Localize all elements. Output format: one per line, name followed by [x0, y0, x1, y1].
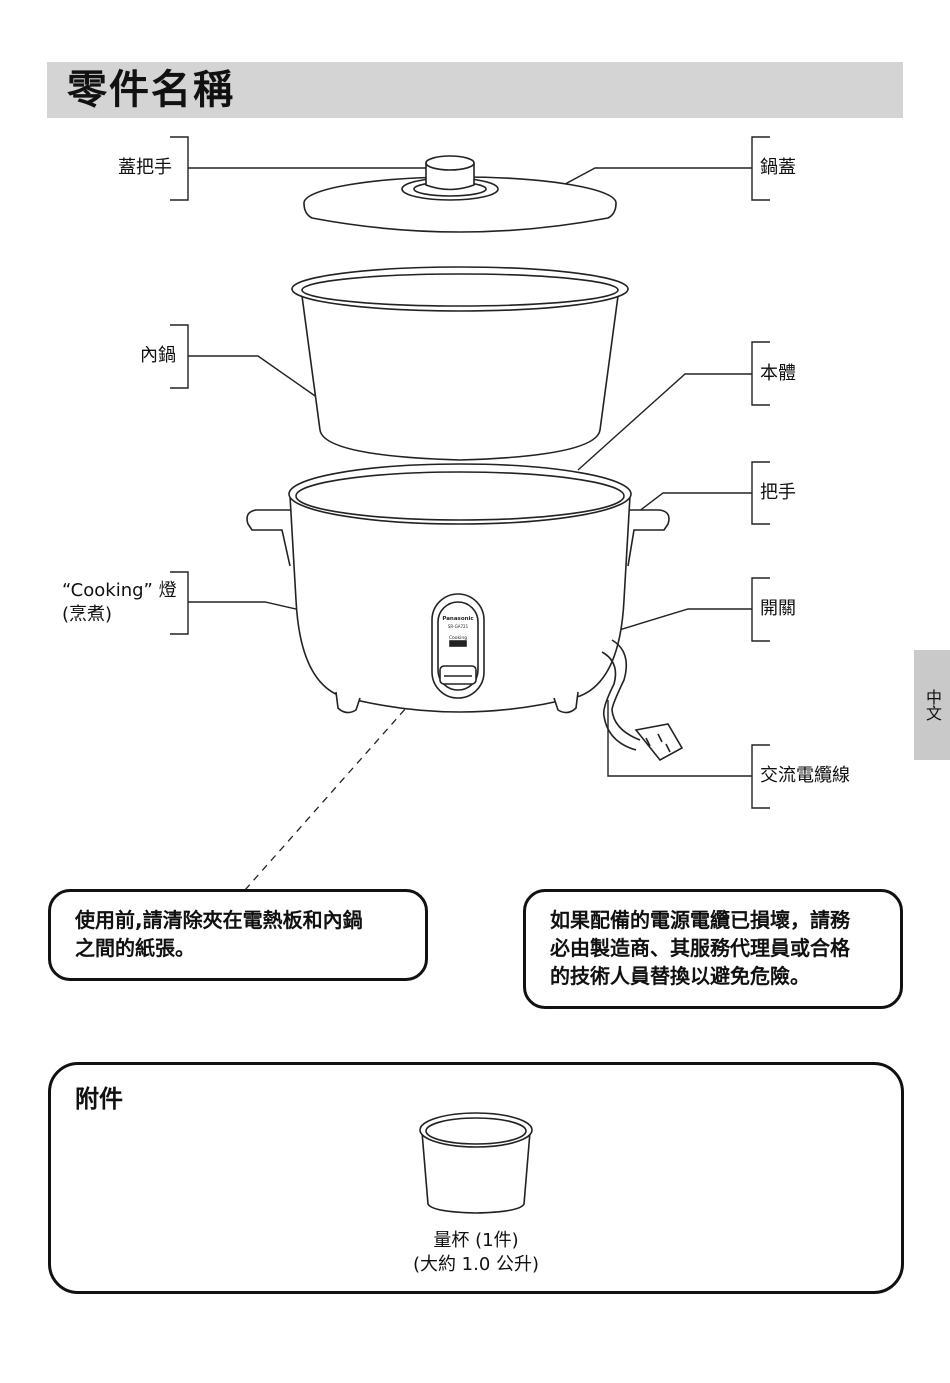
inner-pan-drawing: [292, 267, 628, 460]
label-lid: 鍋蓋: [760, 156, 796, 180]
measuring-cup-line2: (大約 1.0 公升): [51, 1253, 901, 1277]
note-remove-paper-line2: 之間的紙張。: [75, 934, 401, 962]
label-inner-pan: 內鍋: [140, 344, 176, 368]
label-handle: 把手: [760, 481, 796, 505]
leader-handle: [638, 493, 752, 512]
panel-model: SR-GA721: [448, 624, 469, 629]
note-cord-replacement: 如果配備的電源電纜已損壞，請務 必由製造商、其服務代理員或合格 的技術人員替換以…: [523, 889, 903, 1009]
label-cooking-light-line2: (烹煮): [62, 603, 177, 627]
accessories-box: 附件 量杯 (1件) (大約 1.0 公升): [48, 1062, 904, 1294]
label-cooking-light: “Cooking” 燈 (烹煮): [62, 579, 177, 627]
label-body: 本體: [760, 362, 796, 386]
label-lid-knob: 蓋把手: [118, 156, 172, 180]
note-cord-replacement-line1: 如果配備的電源電纜已損壞，請務: [550, 906, 876, 934]
leader-paper-note: [245, 690, 422, 890]
label-switch: 開關: [760, 597, 796, 621]
label-cooking-light-line1: “Cooking” 燈: [62, 579, 177, 603]
panel-cooking-indicator: Cooking: [449, 635, 467, 641]
note-cord-replacement-line3: 的技術人員替換以避免危險。: [550, 962, 876, 990]
note-remove-paper: 使用前,請清除夾在電熱板和內鍋 之間的紙張。: [48, 889, 428, 981]
panel-brand: Panasonic: [442, 616, 473, 622]
measuring-cup-caption: 量杯 (1件) (大約 1.0 公升): [51, 1229, 901, 1277]
note-cord-replacement-line2: 必由製造商、其服務代理員或合格: [550, 934, 876, 962]
bracket-lid-knob: [170, 137, 188, 200]
measuring-cup-line1: 量杯 (1件): [51, 1229, 901, 1253]
leader-inner-pan: [188, 356, 318, 398]
accessories-title: 附件: [75, 1079, 123, 1114]
label-power-cord: 交流電纜線: [760, 764, 850, 788]
note-remove-paper-line1: 使用前,請清除夾在電熱板和內鍋: [75, 906, 401, 934]
body-drawing: [247, 464, 669, 713]
leader-power-cord: [608, 700, 752, 776]
